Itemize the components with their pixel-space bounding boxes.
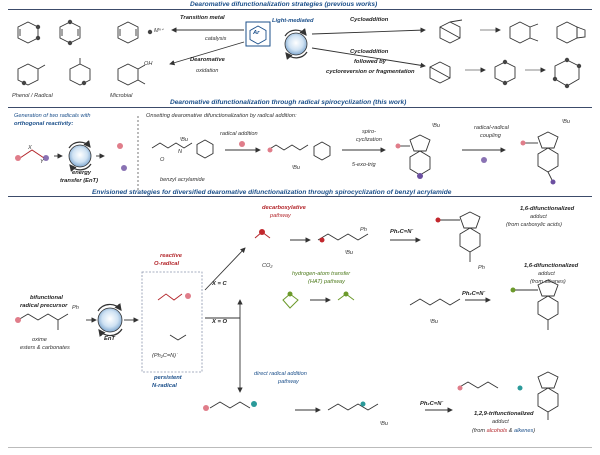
tbu-label-s3-1: ᵗBu: [345, 250, 353, 256]
p2-title: 1,6-difunctionalized: [524, 263, 579, 269]
transfer-label: transfer (EnT): [60, 178, 99, 184]
spiro-label-2: cyclization: [356, 137, 382, 143]
oh-label-1: OH: [144, 61, 153, 67]
section1-title: Dearomative difunctionalization strategi…: [190, 1, 378, 8]
reactive-label-1: reactive: [160, 253, 182, 259]
ph-label-2: Ph: [360, 227, 367, 233]
p2-adduct: adduct: [538, 271, 555, 277]
phenol-radical-label: Phenol / Radical: [12, 93, 53, 99]
ent-label: EnT: [104, 336, 115, 342]
light-mediated-label: Light-mediated: [272, 18, 314, 24]
tm-products: [17, 21, 139, 44]
p3-src-mid: &: [507, 428, 514, 434]
ph-label-3: Ph: [478, 265, 485, 271]
oxime-label-1: oxime: [32, 337, 47, 343]
ph2cn-arrow-3: Ph₂C=N˙: [420, 401, 444, 407]
direct-label-1: direct radical addition: [254, 371, 307, 377]
oxime-label-2: esters & carbonates: [20, 345, 70, 351]
p3-src-alcohols: alcohols: [486, 428, 508, 434]
radical-addition-label: radical addition: [220, 131, 258, 137]
divider-lower: [8, 196, 592, 197]
tbu-label-2: ᵗBu: [292, 165, 300, 171]
co2-label: CO₂: [262, 263, 273, 269]
o-label-1: O: [160, 157, 165, 163]
energy-label: energy: [72, 170, 92, 176]
divider-middle: [8, 107, 592, 108]
tbu-label-4: ᵗBu: [562, 119, 570, 125]
section1-arrows: [169, 27, 546, 73]
rr-label-1: radical-radical: [474, 125, 509, 131]
section3-title: Envisioned strategies for diversified de…: [92, 189, 452, 196]
metal-label: Mⁿ⁺: [154, 28, 164, 34]
p1-title: 1,6-difunctionalized: [520, 206, 575, 212]
x-eq-o-label: X = O: [212, 319, 227, 325]
ar-box: [245, 21, 271, 47]
ph2cn-arrow-1: Ph₂C=N˙: [390, 229, 414, 235]
microbial-label: Microbial: [110, 93, 133, 99]
cycloaddition-label: Cycloaddition: [350, 17, 389, 23]
cycloaddition-products: [429, 19, 586, 87]
section2-title: Dearomative difunctionalization through …: [170, 99, 407, 106]
followed-by-label: followed by: [354, 59, 386, 65]
p3-source: (from alcohols & alkenes): [472, 428, 536, 435]
spiro-label-1: spiro-: [362, 129, 376, 135]
p3-title: 1,2,9-trifunctionalized: [474, 411, 534, 417]
x-label: X: [28, 145, 32, 151]
tbu-label-s3-3: ᵗBu: [380, 421, 388, 427]
reactive-label-2: O-radical: [154, 261, 180, 267]
divider-top: [8, 9, 592, 10]
section2-graphics: [15, 116, 559, 190]
transition-metal-label: Transition metal: [180, 15, 225, 21]
tbu-label-1: ᵗBu: [180, 137, 188, 143]
hat-label-1: hydrogen-atom transfer: [292, 271, 351, 277]
bifunctional-label-2: radical precursor: [20, 303, 68, 309]
p1-source: (from carboxylic acids): [506, 222, 562, 228]
benzyl-acrylamide-label: benzyl acrylamide: [160, 177, 205, 183]
generation-line2: orthogonal reactivity:: [14, 121, 74, 127]
light-bulb-icon: [284, 28, 308, 60]
ph2cn-label: (Ph₂C=N)˙: [152, 353, 178, 359]
dearomative-label: Dearomative: [190, 57, 225, 63]
generation-line1: Generation of two radicals with: [14, 113, 91, 119]
bifunctional-label-1: bifunctional: [30, 295, 63, 301]
n-label-1: N: [178, 149, 183, 155]
p2-source: (from alkanes): [530, 279, 566, 285]
catalysis-label: catalysis: [205, 36, 227, 42]
exo-trig-label: 5-exo-trig: [352, 162, 376, 168]
decarboxylative-label-1: decarboxylative: [262, 205, 306, 211]
direct-label-2: pathway: [278, 379, 299, 385]
p3-src-alkenes: alkenes: [513, 428, 534, 434]
hat-label-2: (HAT) pathway: [308, 279, 345, 285]
tbu-label-s3-2: ᵗBu: [430, 319, 438, 325]
cycloaddition-label-2: Cycloaddition: [350, 49, 389, 55]
divider-bottom: [8, 447, 592, 448]
ar-label: Ar: [253, 30, 260, 36]
persistent-label-2: N-radical: [152, 383, 177, 389]
persistent-label-1: persistent: [154, 375, 182, 381]
tbu-label-3: ᵗBu: [432, 123, 440, 129]
p3-src-post: ): [533, 428, 536, 434]
oxidation-label: oxidation: [196, 68, 219, 74]
ph-label-1: Ph: [72, 305, 79, 311]
cycloreversion-label: cycloreversion or fragmentation: [326, 69, 415, 75]
oxidation-products: [17, 58, 146, 86]
rr-label-2: coupling: [480, 133, 501, 139]
y-label: Y: [40, 159, 44, 165]
p3-src-pre: (from: [472, 428, 487, 434]
p3-adduct: adduct: [492, 419, 509, 425]
decarboxylative-label-2: pathway: [270, 213, 291, 219]
x-eq-c-label: X = C: [212, 281, 227, 287]
section3-graphics: [15, 211, 559, 420]
ph2cn-arrow-2: Ph₂C=N˙: [462, 291, 486, 297]
p1-adduct: adduct: [530, 214, 547, 220]
onsetting-label: Onsetting dearomative difunctionalizatio…: [146, 113, 297, 119]
